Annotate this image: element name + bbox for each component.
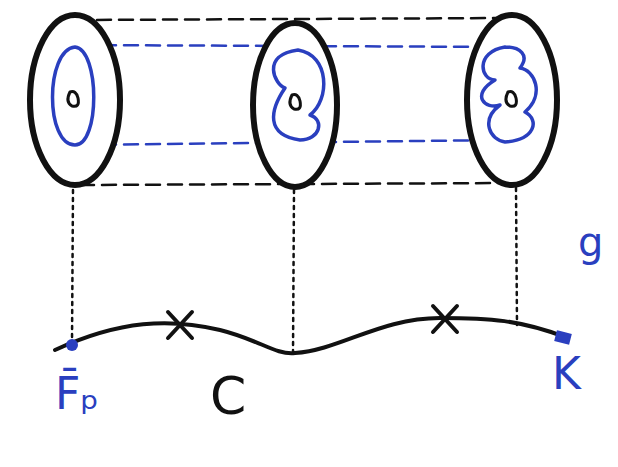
blue-curve: [482, 47, 537, 142]
hole: [290, 95, 300, 110]
hole: [506, 92, 516, 107]
hole: [68, 92, 78, 107]
dotted-line: [293, 190, 294, 355]
fiber-ellipse: [467, 15, 557, 185]
point-label: K: [552, 352, 581, 396]
fiber-ellipse: [253, 23, 337, 187]
special-point: [66, 339, 78, 351]
dotted-line: [72, 190, 73, 343]
blue-curve: [273, 50, 323, 140]
x-mark: [433, 306, 457, 332]
point-label: F̄ₚ: [55, 372, 99, 416]
curve-label: C: [210, 370, 246, 422]
blue-curve: [53, 47, 94, 145]
map-label: g: [578, 222, 603, 262]
fiber-ellipse: [30, 15, 120, 185]
base-curve: [55, 318, 565, 353]
generic-point: [556, 332, 570, 343]
x-mark: [168, 312, 192, 338]
dashed-line: [75, 18, 510, 20]
dotted-line: [516, 188, 517, 325]
